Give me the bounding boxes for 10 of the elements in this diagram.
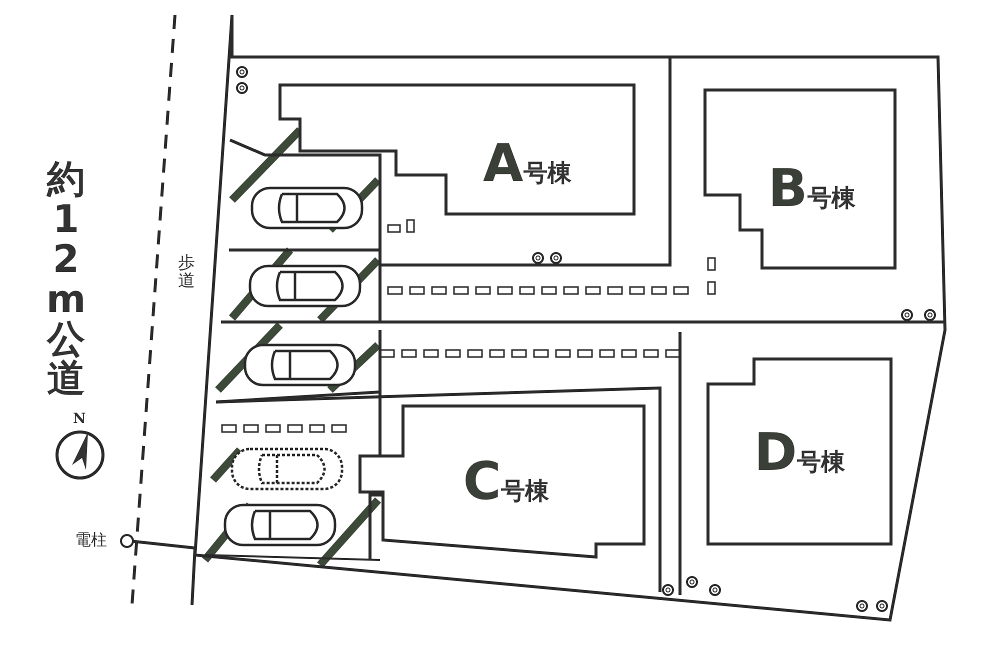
- building-label: D号棟: [754, 427, 846, 479]
- building-outline: [703, 88, 898, 271]
- building-label: A号棟: [483, 138, 572, 190]
- sidewalk-label: 歩道: [178, 255, 196, 291]
- building-label: B号棟: [768, 163, 856, 215]
- north-label: N: [73, 412, 86, 426]
- building-label: C号棟: [463, 456, 550, 508]
- road-label: 約12m公道: [45, 160, 87, 400]
- building-outline: [358, 404, 648, 560]
- utility-pole-label: 電柱: [75, 532, 107, 548]
